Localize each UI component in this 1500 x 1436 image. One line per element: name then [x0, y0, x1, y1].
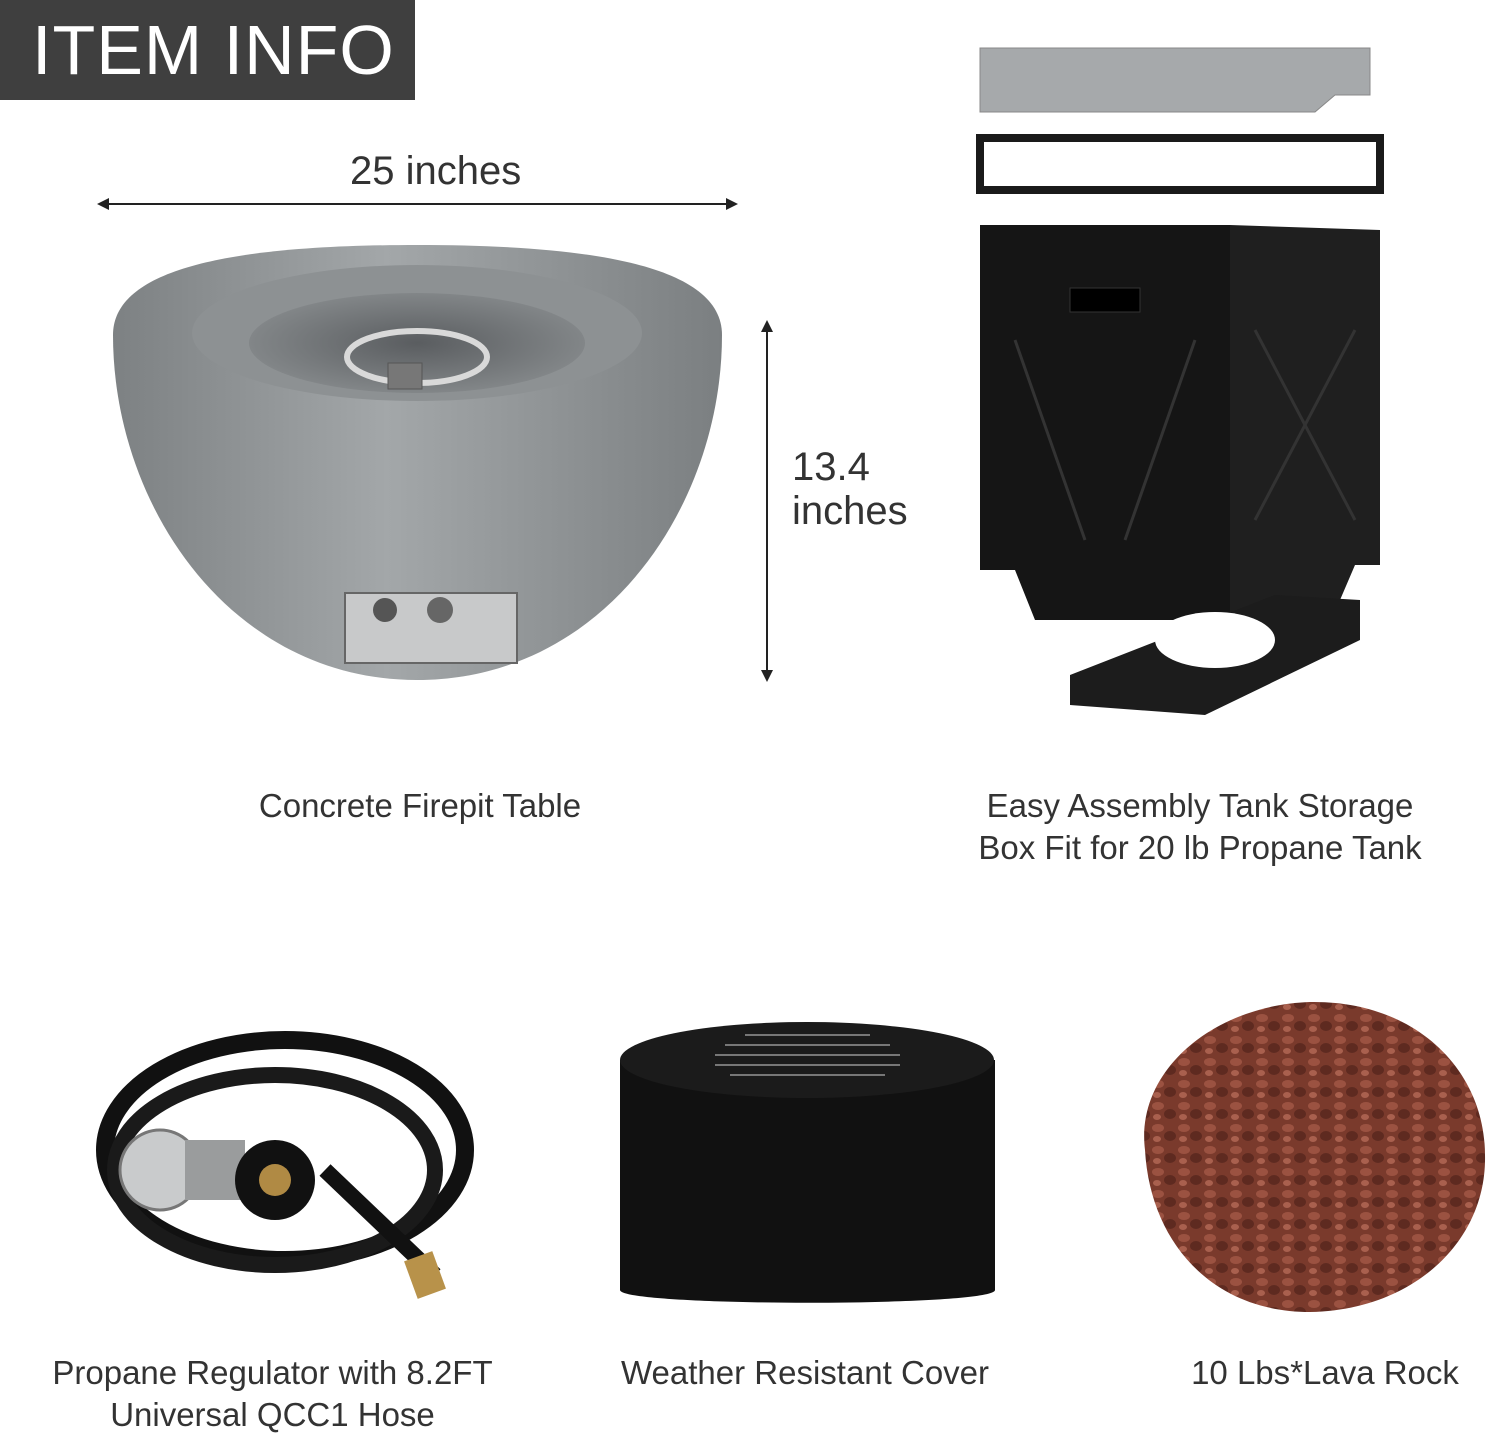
width-label: 25 inches	[350, 149, 522, 193]
page-title: ITEM INFO	[32, 11, 395, 89]
height-label-unit: inches	[792, 489, 908, 533]
weather-cover-image	[620, 1022, 995, 1303]
tank-box-caption-line2: Box Fit for 20 lb Propane Tank	[978, 829, 1422, 866]
tank-storage-box-image	[976, 47, 1384, 715]
width-arrow	[97, 198, 738, 210]
propane-regulator-hose-image	[96, 1031, 474, 1299]
item-info-banner: ITEM INFO	[0, 0, 415, 100]
lava-rock-caption: 10 Lbs*Lava Rock	[1191, 1354, 1459, 1391]
firepit-caption: Concrete Firepit Table	[258, 787, 582, 824]
tank-box-caption-line1: Easy Assembly Tank Storage	[986, 787, 1414, 824]
lava-rock-image	[1144, 1001, 1486, 1312]
height-arrow	[761, 320, 773, 682]
cover-caption: Weather Resistant Cover	[620, 1354, 990, 1391]
concrete-firepit-image	[113, 245, 722, 680]
regulator-caption-line2: Universal QCC1 Hose	[110, 1396, 435, 1433]
regulator-caption-line1: Propane Regulator with 8.2FT	[52, 1354, 493, 1391]
height-label-number: 13.4	[792, 445, 870, 489]
